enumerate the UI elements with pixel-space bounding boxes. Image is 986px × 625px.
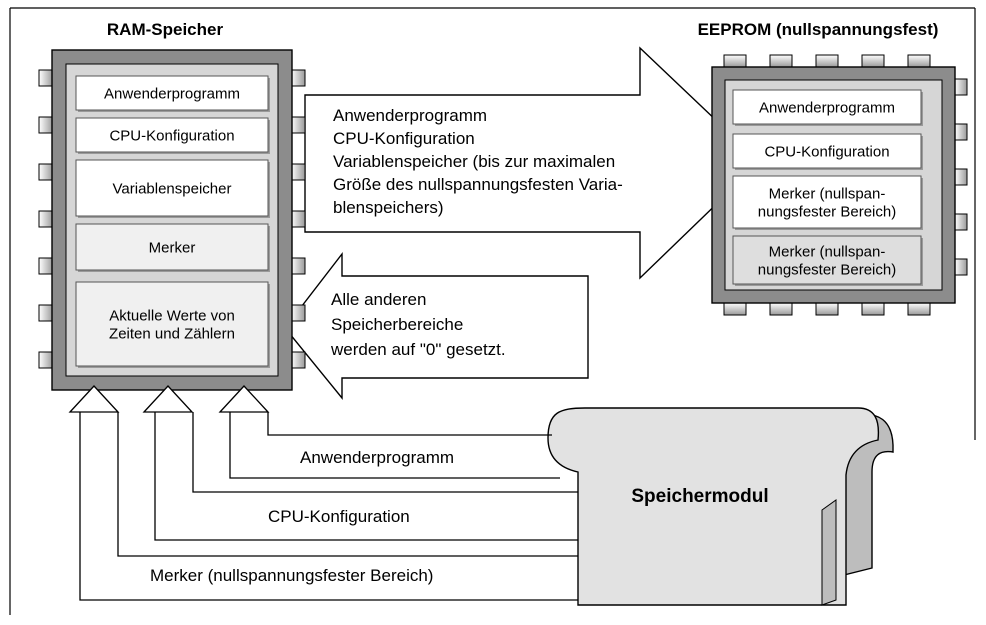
ram-block-label: Merker — [149, 239, 196, 256]
reset-arrow-text: Alle anderen Speicherbereiche werden auf… — [330, 290, 506, 359]
eeprom-chip-pin — [769, 54, 793, 68]
memory-module-label: Speichermodul — [631, 486, 768, 507]
eeprom-chip: AnwenderprogrammCPU-KonfigurationMerker … — [711, 54, 968, 316]
ram-load-arrowhead — [142, 385, 194, 413]
ram-chip-pin — [290, 304, 306, 322]
ram-chip-pin — [290, 69, 306, 87]
eeprom-chip-pin — [907, 302, 931, 316]
ram-block — [75, 117, 269, 153]
eeprom-block — [732, 89, 922, 125]
module-line-label-cpu: CPU-Konfiguration — [268, 507, 410, 526]
ram-chip-pin — [38, 304, 54, 322]
ram-block — [75, 281, 269, 367]
eeprom-chip-pin — [769, 302, 793, 316]
eeprom-block-label: CPU-Konfiguration — [764, 143, 889, 160]
ram-chip-pin — [38, 210, 54, 228]
eeprom-chip-pin — [861, 54, 885, 68]
module-transfer-line — [267, 412, 552, 436]
module-transfer-line — [117, 412, 578, 557]
ram-memory-blocks: AnwenderprogrammCPU-KonfigurationVariabl… — [75, 75, 270, 368]
ram-block — [75, 159, 269, 217]
reset-arrow-line: Speicherbereiche — [331, 315, 463, 334]
eeprom-chip-pin — [723, 54, 747, 68]
ram-block-label: Zeiten und Zählern — [109, 326, 235, 343]
eeprom-chip-pin — [815, 54, 839, 68]
ram-block-label: CPU-Konfiguration — [109, 127, 234, 144]
reset-arrow-line: werden auf "0" gesetzt. — [330, 340, 506, 359]
module-transfer-line — [79, 412, 578, 601]
ram-chip-pin — [290, 257, 306, 275]
eeprom-block-label: nungsfester Bereich) — [758, 204, 896, 221]
copy-arrow-line: Größe des nullspannungsfesten Varia- — [333, 175, 623, 194]
eeprom-block-label: Merker (nullspan- — [769, 185, 886, 202]
eeprom-chip-pin — [954, 258, 968, 276]
copy-arrow-line: blenspeichers) — [333, 198, 444, 217]
eeprom-chip-pin — [815, 302, 839, 316]
ram-chip-pin — [38, 69, 54, 87]
eeprom-block-label: Anwenderprogramm — [759, 99, 895, 116]
eeprom-block — [732, 235, 922, 285]
copy-arrow-line: CPU-Konfiguration — [333, 129, 475, 148]
eeprom-chip-pin — [954, 168, 968, 186]
eeprom-block — [732, 175, 922, 229]
ram-load-arrowhead — [68, 385, 120, 413]
ram-block-label: Aktuelle Werte von — [109, 307, 235, 324]
ram-title: RAM-Speicher — [107, 20, 224, 39]
module-transfer-line — [229, 412, 560, 479]
memory-module: Speichermodul — [547, 407, 894, 606]
eeprom-block-label: Merker (nullspan- — [769, 243, 886, 260]
reset-arrow-line: Alle anderen — [331, 290, 426, 309]
ram-load-arrowhead — [218, 385, 270, 413]
copy-arrow-line: Variablenspeicher (bis zur maximalen — [333, 152, 615, 171]
module-transfer-line — [154, 412, 578, 541]
eeprom-chip-pin — [861, 302, 885, 316]
ram-chip-pin — [290, 351, 306, 369]
module-transfer-lines — [68, 385, 578, 601]
eeprom-block — [732, 133, 922, 169]
copy-to-eeprom-arrow — [304, 46, 762, 280]
eeprom-chip-pin — [954, 78, 968, 96]
ram-block — [75, 223, 269, 271]
eeprom-chip-pin — [723, 302, 747, 316]
memory-module-groove — [821, 499, 837, 606]
eeprom-chip-pin — [907, 54, 931, 68]
memory-module-body — [547, 407, 880, 606]
eeprom-chip-pin — [954, 213, 968, 231]
figure-frame — [9, 7, 976, 615]
module-line-labels: Anwenderprogramm CPU-Konfiguration Merke… — [150, 448, 454, 585]
eeprom-chip-pin — [954, 123, 968, 141]
module-line-label-program: Anwenderprogramm — [300, 448, 454, 467]
ram-chip-pin — [38, 351, 54, 369]
ram-chip-pin — [290, 116, 306, 134]
ram-chip-pin — [38, 257, 54, 275]
ram-chip-pin — [290, 163, 306, 181]
ram-block-label: Anwenderprogramm — [104, 85, 240, 102]
ram-block — [75, 75, 269, 111]
eeprom-memory-blocks: AnwenderprogrammCPU-KonfigurationMerker … — [732, 89, 923, 286]
ram-chip: AnwenderprogrammCPU-KonfigurationVariabl… — [38, 49, 306, 391]
ram-chip-pins — [38, 69, 306, 369]
copy-arrow-text: Anwenderprogramm CPU-Konfiguration Varia… — [333, 106, 623, 217]
eeprom-title: EEPROM (nullspannungsfest) — [698, 20, 939, 39]
ram-chip-pin — [290, 210, 306, 228]
ram-block-label: Variablenspeicher — [113, 180, 232, 197]
module-line-label-merker: Merker (nullspannungsfester Bereich) — [150, 566, 433, 585]
copy-arrow-line: Anwenderprogramm — [333, 106, 487, 125]
module-transfer-line — [192, 412, 578, 493]
reset-arrow — [284, 251, 589, 400]
ram-chip-pin — [38, 116, 54, 134]
memory-module-side — [843, 413, 894, 576]
eeprom-block-label: nungsfester Bereich) — [758, 262, 896, 279]
ram-chip-pin — [38, 163, 54, 181]
